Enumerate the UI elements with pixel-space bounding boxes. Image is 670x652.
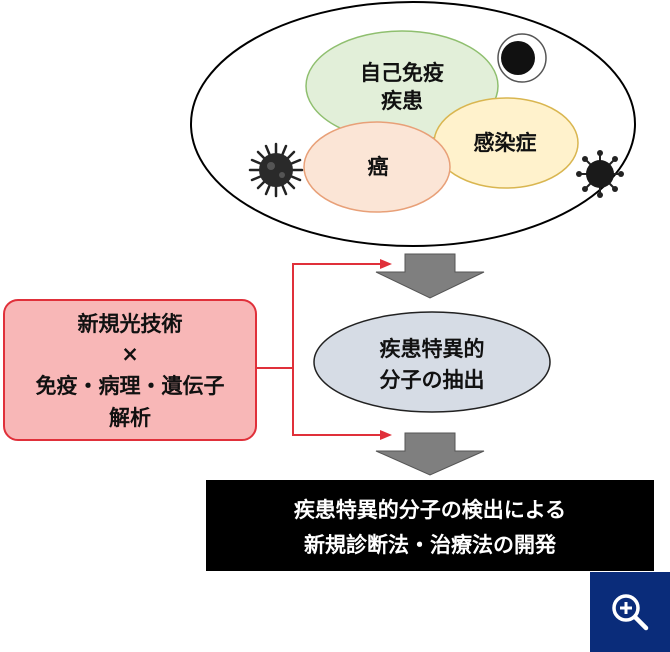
connector-arrowhead-bottom bbox=[380, 430, 392, 440]
down-arrow-bottom bbox=[375, 432, 485, 476]
zoom-button[interactable] bbox=[590, 572, 670, 652]
technology-box bbox=[3, 299, 257, 441]
eclipse-icon bbox=[497, 33, 547, 83]
connector-arrowhead-top bbox=[380, 259, 392, 269]
technology-label-line2: × bbox=[121, 342, 139, 366]
extraction-label-line2: 分子の抽出 bbox=[380, 368, 485, 392]
down-arrow-top bbox=[375, 253, 485, 299]
autoimmune-label-line1: 自己免疫 bbox=[360, 61, 444, 85]
result-label-line1: 疾患特異的分子の検出による bbox=[294, 498, 566, 522]
spiky-cell-icon bbox=[248, 142, 304, 198]
extraction-ellipse bbox=[313, 311, 551, 413]
cancer-circle bbox=[303, 121, 451, 213]
technology-label-line3: 免疫・病理・遺伝子 bbox=[36, 374, 225, 398]
zoom-in-icon bbox=[612, 594, 649, 631]
autoimmune-label-line2: 疾患 bbox=[381, 89, 423, 113]
technology-label-line4: 解析 bbox=[109, 406, 151, 430]
result-box bbox=[206, 480, 654, 571]
technology-label-line1: 新規光技術 bbox=[78, 312, 183, 336]
result-label-line2: 新規診断法・治療法の開発 bbox=[304, 533, 557, 557]
virus-icon bbox=[576, 150, 624, 198]
technology-connector bbox=[256, 263, 382, 436]
cancer-label: 癌 bbox=[368, 155, 389, 179]
infection-label: 感染症 bbox=[474, 131, 537, 155]
extraction-label-line1: 疾患特異的 bbox=[380, 337, 485, 361]
